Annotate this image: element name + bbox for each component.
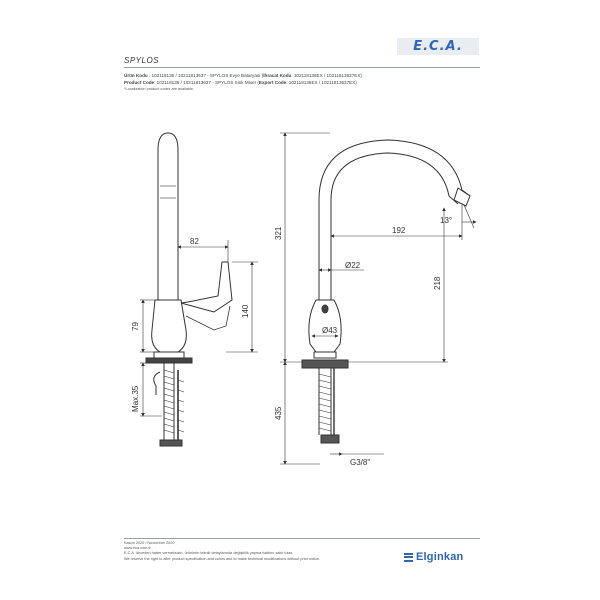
product-title: SPYLOS — [124, 56, 160, 65]
footer-tr-notice: E.C.A. önceden haber vermeksizin, ürünle… — [124, 551, 293, 556]
tr-code-text: : 102118136 / 10211813637 - SPYLOS Evye … — [147, 73, 264, 78]
brand-name: Elginkan — [416, 551, 464, 563]
dim-d43: Ø43 — [322, 326, 338, 335]
side-view — [145, 132, 233, 447]
dim-82: 82 — [190, 237, 199, 246]
localization-note: *Localization product codes are availabl… — [124, 87, 195, 91]
dim-d22: Ø22 — [345, 261, 361, 270]
dim-140: 140 — [241, 304, 250, 318]
footer-date: Kasım 2020 / November 2020 — [124, 541, 175, 545]
dim-218: 218 — [433, 276, 442, 290]
front-view-dimensions — [280, 132, 477, 465]
header-rule — [124, 67, 480, 68]
front-view-labels: 321 435 192 13° Ø22 218 Ø43 G3/8" — [274, 216, 452, 467]
eca-logo-text: E.C.A. — [413, 39, 463, 54]
front-view — [301, 139, 471, 444]
eca-logo: E.C.A. — [397, 38, 479, 55]
dim-192: 192 — [392, 226, 406, 235]
english-code-line: Product Code: 102118136 / 10211813637 - … — [124, 79, 362, 86]
side-view-labels: 82 79 140 Max.35 — [131, 237, 250, 412]
footer-en-notice: We reserve the right to alter product sp… — [124, 556, 321, 561]
tr-code-label: Ürün Kodu — [124, 73, 148, 78]
elginkan-brand: Elginkan — [404, 551, 463, 563]
en-export-label: Export Code — [258, 80, 287, 85]
technical-drawing: 82 79 140 Max.35 — [131, 132, 477, 467]
en-code-text: : 102118136 / 10211813637 - SPYLOS Sink … — [154, 80, 259, 85]
en-code-label: Product Code — [124, 80, 155, 85]
elginkan-logo-icon — [404, 552, 413, 562]
dim-321: 321 — [274, 226, 283, 240]
dim-g38: G3/8" — [350, 458, 370, 467]
footer-web: www.eca.com.tr — [124, 546, 151, 551]
footer-rule — [124, 538, 480, 539]
turkish-code-line: Ürün Kodu : 102118136 / 10211813637 - SP… — [124, 72, 362, 79]
dim-13-degree: 13° — [440, 216, 452, 225]
footer-notes: Kasım 2020 / November 2020 www.eca.com.t… — [124, 541, 320, 562]
dim-max35: Max.35 — [131, 385, 140, 412]
dim-435: 435 — [274, 406, 283, 420]
en-export-text: : 102118136EX / 10211813637EX) — [286, 80, 357, 85]
product-codes: Ürün Kodu : 102118136 / 10211813637 - SP… — [124, 72, 362, 93]
tr-export-label: İhracat Kodu — [263, 73, 292, 78]
dim-79: 79 — [131, 322, 140, 331]
tr-export-text: : 102118136EX / 10211813637EX) — [291, 73, 362, 78]
side-view-dimensions — [140, 240, 258, 417]
